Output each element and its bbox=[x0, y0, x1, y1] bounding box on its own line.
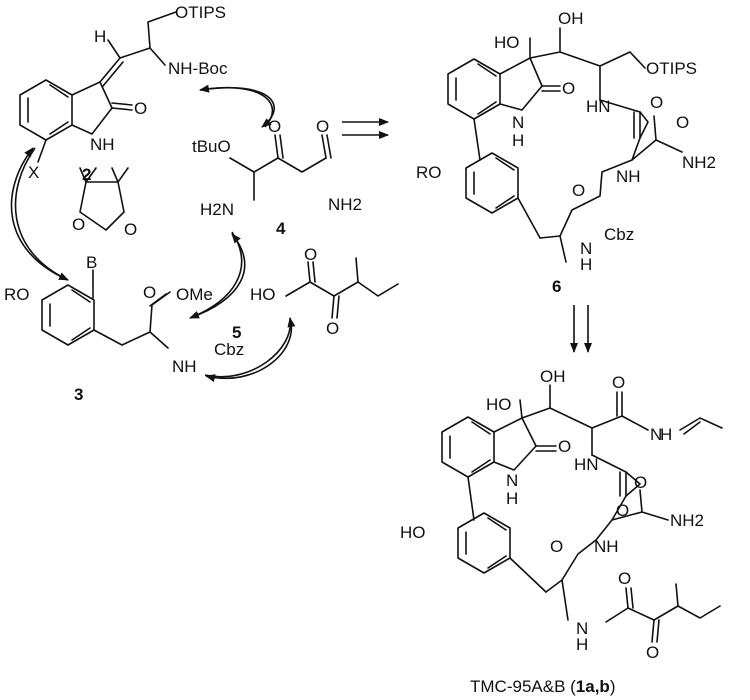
atom-otips: OTIPS bbox=[646, 59, 697, 78]
atom-oh: OH bbox=[540, 367, 566, 386]
compound-5-label: 5 bbox=[232, 323, 241, 342]
atom-n: N bbox=[650, 425, 662, 444]
forward-arrows bbox=[342, 118, 592, 353]
retrosynthetic-connectors bbox=[10, 84, 296, 383]
atom-o: O bbox=[676, 113, 689, 132]
atom-tbuo: tBuO bbox=[192, 137, 231, 156]
final-product-label: TMC-95A&B (1a,b) bbox=[470, 677, 616, 696]
atom-o: O bbox=[134, 99, 147, 118]
atom-o: O bbox=[650, 93, 663, 112]
atom-nh-boc: NH-Boc bbox=[168, 59, 228, 78]
atom-o: O bbox=[618, 569, 631, 588]
atom-nh2: NH2 bbox=[328, 195, 362, 214]
atom-o: O bbox=[646, 643, 659, 662]
atom-oh: OH bbox=[558, 9, 584, 28]
atom-ro: RO bbox=[416, 163, 442, 182]
compound-3-label: 3 bbox=[74, 385, 83, 404]
atom-o: O bbox=[72, 215, 85, 234]
atom-ho: HO bbox=[494, 33, 520, 52]
compound-6: HO OH OTIPS O N H HN O O NH2 NH O RO N H… bbox=[416, 9, 716, 296]
atom-h2n: H2N bbox=[200, 200, 234, 219]
atom-o: O bbox=[304, 245, 317, 264]
atom-h: H bbox=[512, 131, 524, 150]
atom-otips: OTIPS bbox=[175, 3, 226, 22]
atom-hn: HN bbox=[574, 455, 599, 474]
atom-h: H bbox=[576, 635, 588, 654]
atom-b: B bbox=[86, 253, 97, 272]
atom-hn: HN bbox=[586, 97, 611, 116]
atom-h: H bbox=[506, 489, 518, 508]
atom-x: X bbox=[28, 163, 39, 182]
atom-o: O bbox=[550, 537, 563, 556]
atom-n: N bbox=[576, 619, 588, 638]
atom-n: N bbox=[512, 113, 524, 132]
atom-o: O bbox=[316, 117, 329, 136]
atom-o: O bbox=[124, 220, 137, 239]
atom-o: O bbox=[634, 473, 647, 492]
compound-4: tBuO O O H2N NH2 4 bbox=[192, 117, 362, 238]
compound-4-label: 4 bbox=[276, 219, 286, 238]
atom-nh2: NH2 bbox=[670, 511, 704, 530]
atom-nh2: NH2 bbox=[682, 153, 716, 172]
atom-ho: HO bbox=[400, 523, 426, 542]
compound-1ab: HO OH O N H O N H HN O O NH2 NH O HO N H… bbox=[400, 367, 723, 696]
atom-nh: NH bbox=[616, 167, 641, 186]
atom-nh: NH bbox=[90, 135, 115, 154]
compound-2: H OTIPS NH-Boc O NH X 2 bbox=[19, 3, 228, 184]
atom-o: O bbox=[326, 319, 339, 338]
compound-2-label: 2 bbox=[82, 165, 91, 184]
compound-6-label: 6 bbox=[552, 277, 561, 296]
atom-nh: NH bbox=[172, 357, 197, 376]
atom-h: H bbox=[94, 27, 106, 46]
atom-n: N bbox=[580, 239, 592, 258]
compound-3: O O B RO O OMe NH Cbz 3 bbox=[4, 167, 244, 404]
atom-h: H bbox=[580, 255, 592, 274]
atom-cbz: Cbz bbox=[604, 225, 634, 244]
atom-o: O bbox=[616, 501, 629, 520]
atom-ho: HO bbox=[486, 395, 512, 414]
atom-o: O bbox=[572, 181, 585, 200]
compound-5: HO O O 5 bbox=[232, 245, 399, 342]
atom-ro: RO bbox=[4, 285, 30, 304]
atom-ome: OMe bbox=[176, 285, 213, 304]
atom-n: N bbox=[506, 471, 518, 490]
atom-o: O bbox=[562, 79, 575, 98]
atom-o: O bbox=[612, 373, 625, 392]
atom-nh: NH bbox=[594, 537, 619, 556]
atom-o: O bbox=[558, 437, 571, 456]
atom-o: O bbox=[143, 283, 156, 302]
atom-ho: HO bbox=[250, 285, 276, 304]
atom-cbz: Cbz bbox=[214, 340, 244, 359]
atom-h: H bbox=[660, 425, 672, 444]
